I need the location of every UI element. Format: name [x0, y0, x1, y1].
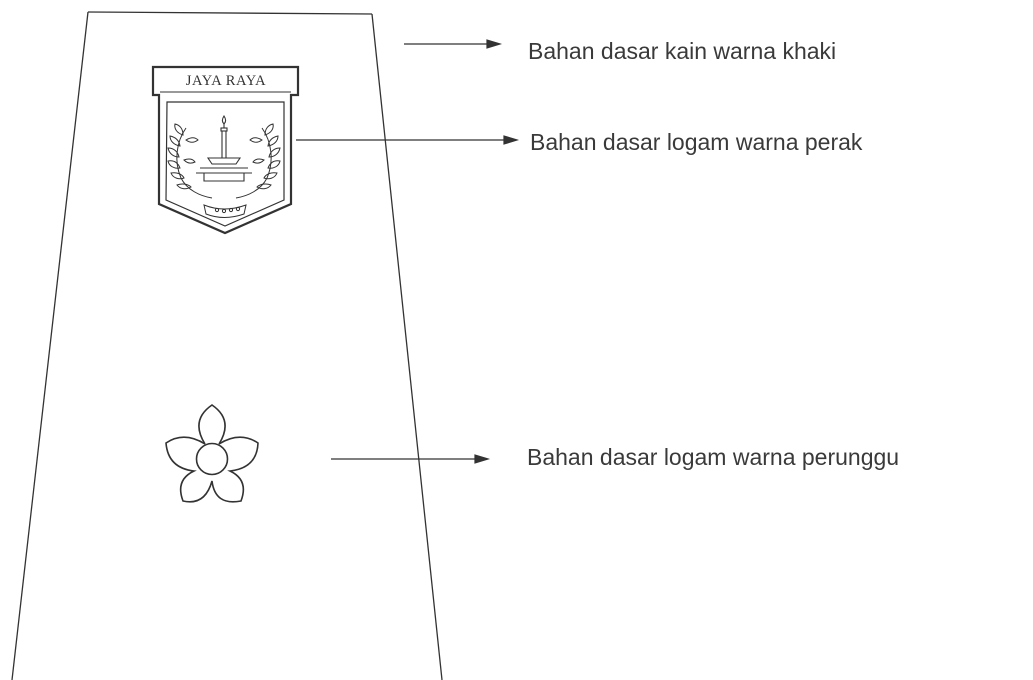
- callout-arrows: [296, 39, 520, 464]
- emblem-banner-text: JAYA RAYA: [186, 73, 267, 89]
- shoulder-board-right-edge: [371, 13, 443, 680]
- shoulder-board: [11, 11, 443, 680]
- arrowhead-emblem: [503, 135, 520, 145]
- laurel-right-icon: [235, 123, 281, 199]
- callout-label-flower: Bahan dasar logam warna perunggu: [527, 444, 900, 470]
- emblem-shield-inner: [165, 101, 285, 227]
- flower-center: [195, 442, 229, 476]
- laurel-left-icon: [167, 123, 213, 199]
- callout-label-emblem: Bahan dasar logam warna perak: [530, 129, 863, 155]
- arrowhead-fabric: [486, 39, 503, 49]
- monument-icon: [196, 115, 252, 182]
- emblem-ribbon: [203, 204, 247, 218]
- shoulder-board-left-edge: [11, 11, 89, 680]
- arrowhead-flower: [474, 454, 491, 464]
- flower-petals: [165, 404, 259, 503]
- jaya-raya-emblem: JAYA RAYA: [151, 65, 300, 235]
- flower-icon: [165, 404, 259, 503]
- shoulder-board-top-edge: [87, 11, 373, 15]
- callout-label-fabric: Bahan dasar kain warna khaki: [528, 38, 837, 64]
